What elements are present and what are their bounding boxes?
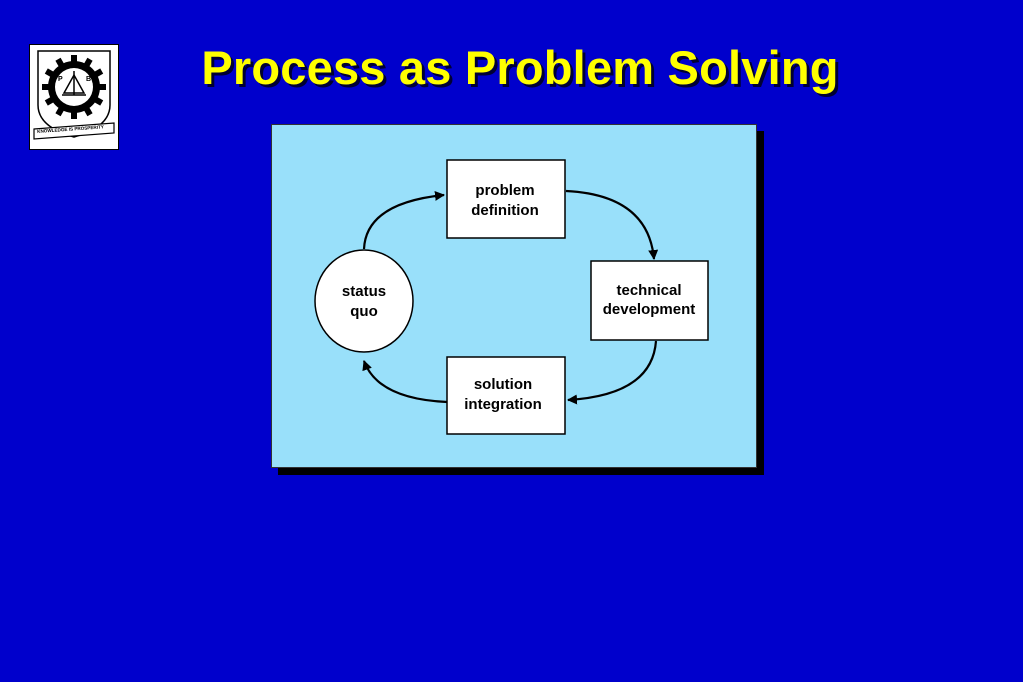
arrow-solution-to-status <box>362 360 448 404</box>
process-diagram: status quo problem definition technical … <box>271 124 757 468</box>
node-problem-definition: problem definition <box>446 159 566 239</box>
node-technical-development-line2: development <box>603 301 696 318</box>
node-technical-development: technical development <box>590 260 709 341</box>
arrow-status-to-problem <box>362 190 445 250</box>
slide-title: Process as Problem Solving <box>201 41 839 94</box>
node-problem-definition-line2: definition <box>471 202 539 219</box>
logo-letter-b: B <box>86 76 92 83</box>
node-status-quo: status quo <box>314 249 414 353</box>
node-problem-definition-line1: problem <box>475 182 534 199</box>
node-solution-integration: solution integration <box>446 356 566 435</box>
arrow-problem-to-technical <box>565 189 659 260</box>
node-status-quo-line2: quo <box>350 303 378 320</box>
arrow-technical-to-solution <box>567 340 658 405</box>
node-solution-integration-line1: solution <box>474 376 532 393</box>
node-technical-development-line1: technical <box>616 282 681 299</box>
logo-letter-p: P <box>58 76 63 83</box>
node-solution-integration-line2: integration <box>464 396 542 413</box>
gear-emblem-icon <box>33 50 115 140</box>
node-status-quo-line1: status <box>342 283 386 300</box>
college-logo: P B KNOWLEDGE IS PROSPERITY <box>29 44 119 150</box>
